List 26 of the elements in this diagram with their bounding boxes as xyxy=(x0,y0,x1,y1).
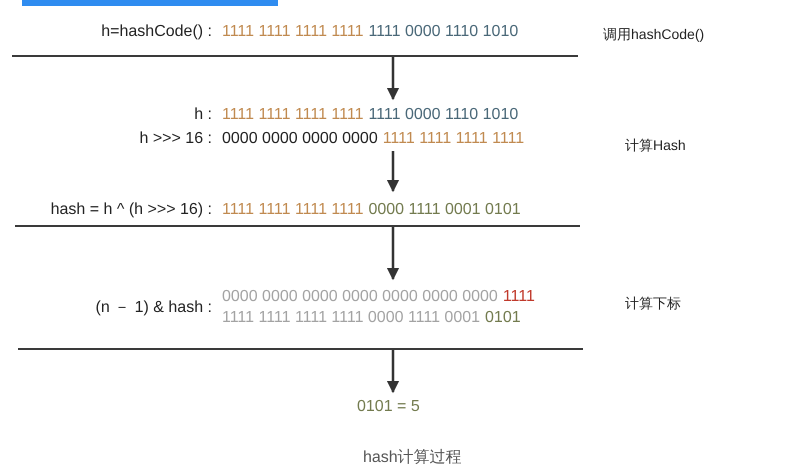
binary-value: 0000 0000 0000 0000 xyxy=(222,129,378,149)
binary-value: 1111 1111 1111 1111 xyxy=(222,200,364,220)
binary-value: 0101 = 5 xyxy=(357,397,420,417)
expression-label: hash = h ^ (h >>> 16) : xyxy=(50,200,212,220)
binary-value: 1111 1111 1111 1111 xyxy=(382,129,524,149)
expression-label: h=hashCode() : xyxy=(100,22,212,42)
arrow xyxy=(386,227,400,280)
binary-value: 1111 1111 1111 1111 xyxy=(222,105,364,125)
binary-value: 1111 0000 1110 1010 xyxy=(368,22,518,42)
caption: hash计算过程 xyxy=(363,448,462,468)
arrow xyxy=(386,350,400,394)
binary-value: 0101 xyxy=(485,308,521,328)
arrow xyxy=(386,57,400,100)
step-note: 调用hashCode() xyxy=(603,25,704,44)
step-note: 计算Hash xyxy=(625,136,686,155)
binary-value: 1111 xyxy=(502,287,535,307)
expression-label: h >>> 16 : xyxy=(138,129,212,149)
binary-value: 0000 1111 0001 0101 xyxy=(368,200,521,220)
step-note: 计算下标 xyxy=(625,294,681,313)
binary-value: 1111 1111 1111 1111 xyxy=(222,22,364,42)
arrow xyxy=(386,151,400,192)
expression-label: (n － 1) & hash : xyxy=(94,298,212,318)
binary-value: 0000 0000 0000 0000 0000 0000 0000 xyxy=(222,287,498,307)
binary-value: 1111 0000 1110 1010 xyxy=(368,105,518,125)
expression-label: h : xyxy=(193,105,212,125)
binary-value: 1111 1111 1111 1111 0000 1111 0001 xyxy=(222,308,480,328)
